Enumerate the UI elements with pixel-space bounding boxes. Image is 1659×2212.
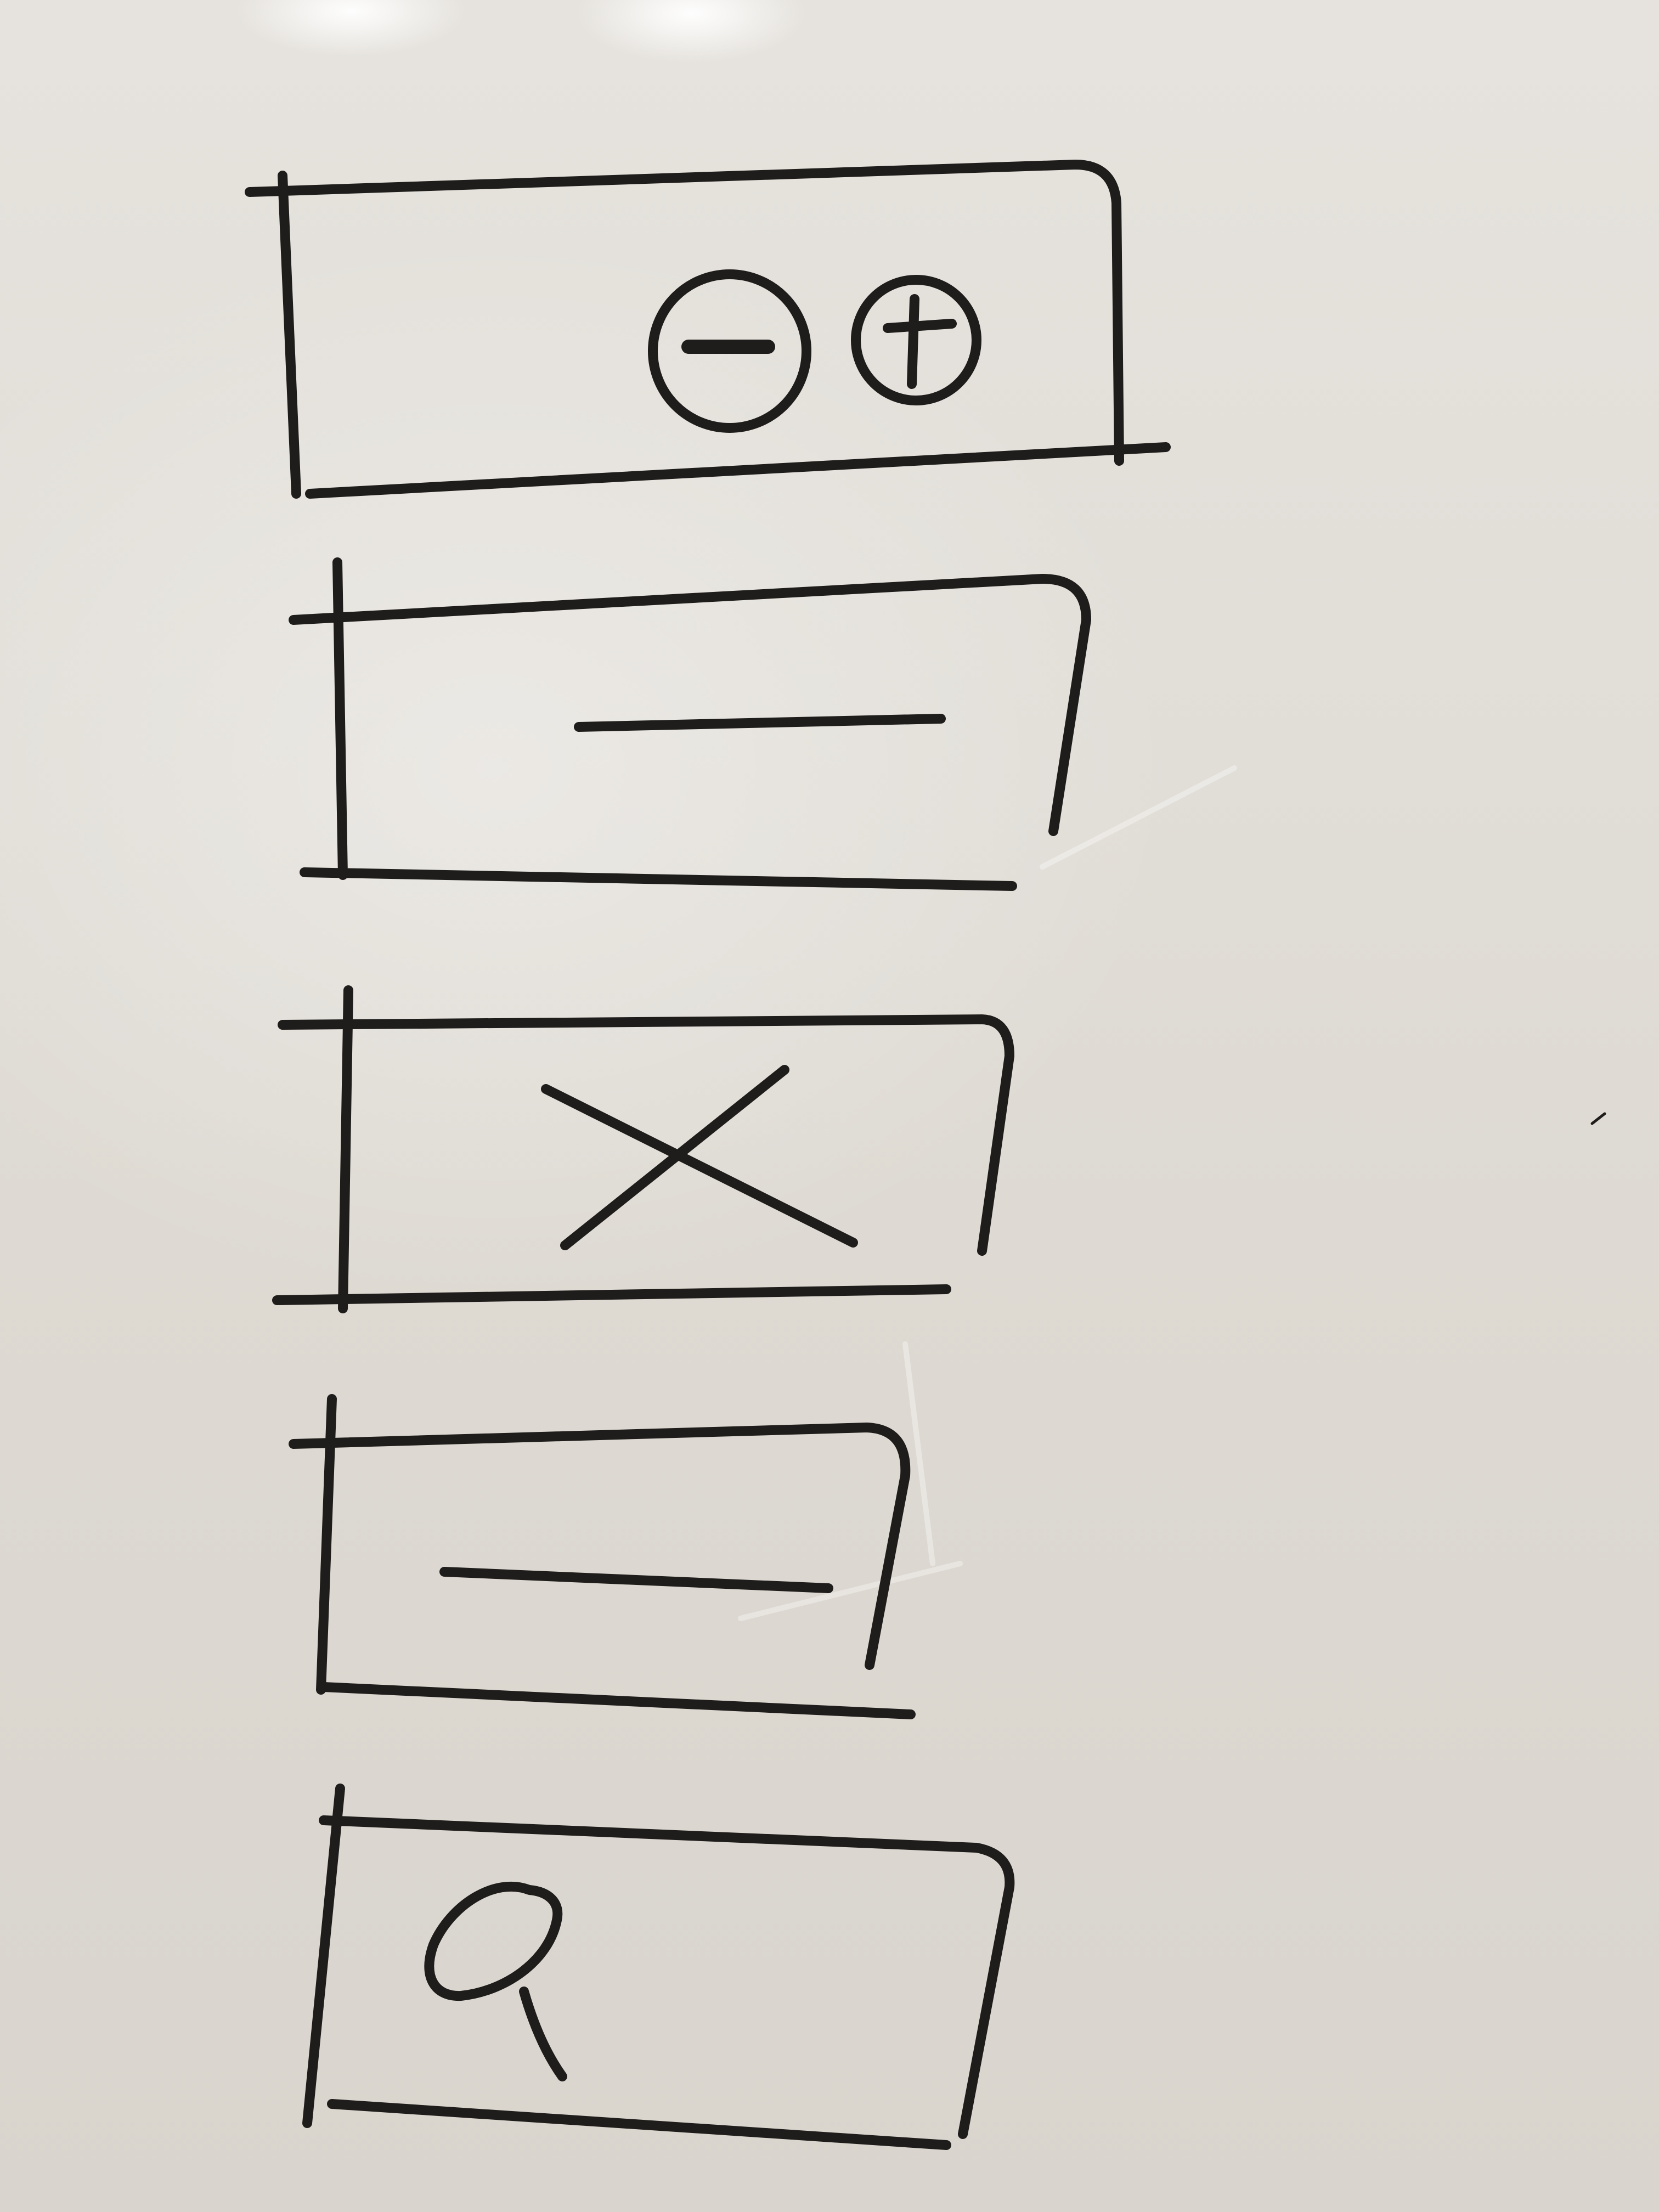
minus-line-icon[interactable] <box>574 714 946 732</box>
plus-circle-icon <box>851 275 981 405</box>
zoom-controls-frame <box>245 160 1171 499</box>
minus-line-icon-2[interactable] <box>439 1567 833 1593</box>
zoom-in-button[interactable] <box>851 275 981 405</box>
minimize-bar-frame <box>289 557 1091 891</box>
close-frame-outline <box>278 1014 1014 1256</box>
x-icon[interactable] <box>541 1065 858 1250</box>
search-icon[interactable] <box>424 1881 567 2081</box>
minus-circle-icon <box>648 269 811 433</box>
zoom-out-button[interactable] <box>648 269 811 433</box>
search-frame-outline <box>319 1815 1015 2139</box>
zoom-frame-outline <box>245 160 1124 466</box>
minimize-bar-2-frame <box>289 1394 916 1719</box>
minimize-frame-outline <box>289 574 1091 836</box>
close-bar-frame <box>272 985 1014 1313</box>
minimize-2-frame-outline <box>289 1423 911 1670</box>
search-bar-frame <box>302 1784 1015 2150</box>
